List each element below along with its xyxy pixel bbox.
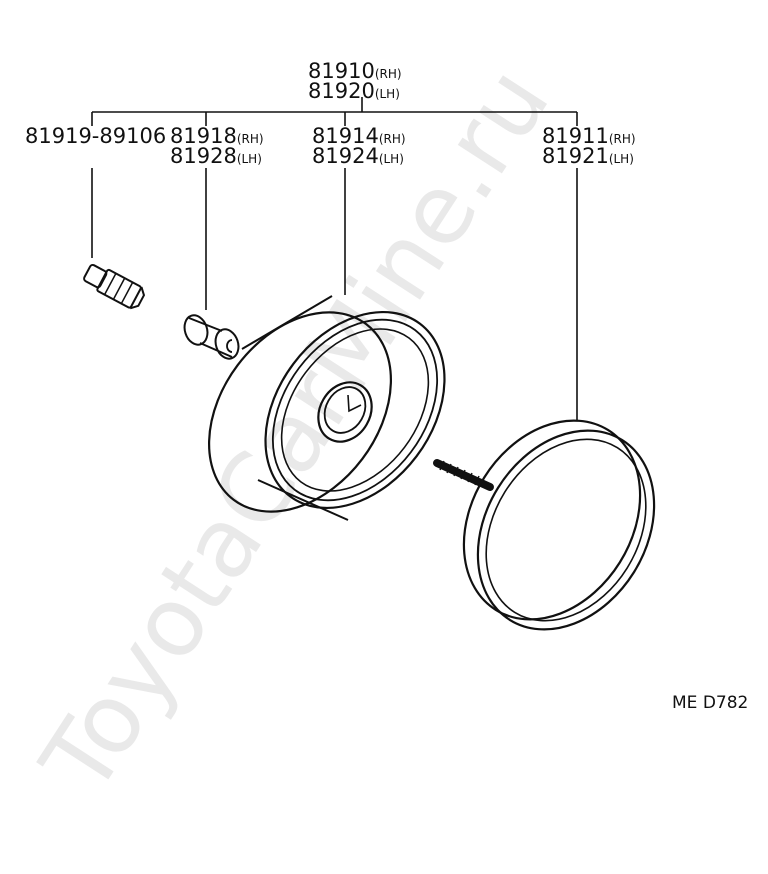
svg-text:81928(LH): 81928(LH)	[170, 144, 262, 168]
clip-drawing	[83, 263, 146, 310]
svg-text:81911(RH): 81911(RH)	[542, 124, 636, 148]
assembly-label: 81910(RH) 81920(LH)	[308, 59, 402, 103]
housing-label: 81914(RH) 81924(LH)	[312, 124, 406, 168]
housing-side-rh: (RH)	[379, 132, 406, 146]
svg-text:81920(LH): 81920(LH)	[308, 79, 400, 103]
leader-lines	[91, 97, 578, 420]
collar-side-rh: (RH)	[237, 132, 264, 146]
collar-side-lh: (LH)	[237, 152, 262, 166]
svg-text:81918(RH): 81918(RH)	[170, 124, 264, 148]
assembly-side-lh: (LH)	[375, 87, 400, 101]
svg-text:81914(RH): 81914(RH)	[312, 124, 406, 148]
housing-part-rh: 81914	[312, 124, 379, 148]
housing-drawing	[207, 295, 446, 521]
clip-part-number: 81919-89106	[25, 124, 166, 148]
svg-text:81921(LH): 81921(LH)	[542, 144, 634, 168]
lens-part-lh: 81921	[542, 144, 609, 168]
assembly-part-lh: 81920	[308, 79, 375, 103]
collar-drawing	[183, 314, 240, 360]
collar-label: 81918(RH) 81928(LH)	[170, 124, 264, 168]
lens-side-lh: (LH)	[609, 152, 634, 166]
assembly-side-rh: (RH)	[375, 67, 402, 81]
collar-part-lh: 81928	[170, 144, 237, 168]
lens-side-rh: (RH)	[609, 132, 636, 146]
lens-drawing	[462, 419, 656, 631]
collar-part-rh: 81918	[170, 124, 237, 148]
housing-part-lh: 81924	[312, 144, 379, 168]
housing-side-lh: (LH)	[379, 152, 404, 166]
watermark-text: ToyotaCarMine.ru	[20, 48, 571, 813]
lens-label: 81911(RH) 81921(LH)	[542, 124, 636, 168]
svg-text:81910(RH): 81910(RH)	[308, 59, 402, 83]
assembly-part-rh: 81910	[308, 59, 375, 83]
svg-text:81924(LH): 81924(LH)	[312, 144, 404, 168]
figure-code: ME D782	[672, 693, 748, 713]
lens-part-rh: 81911	[542, 124, 609, 148]
